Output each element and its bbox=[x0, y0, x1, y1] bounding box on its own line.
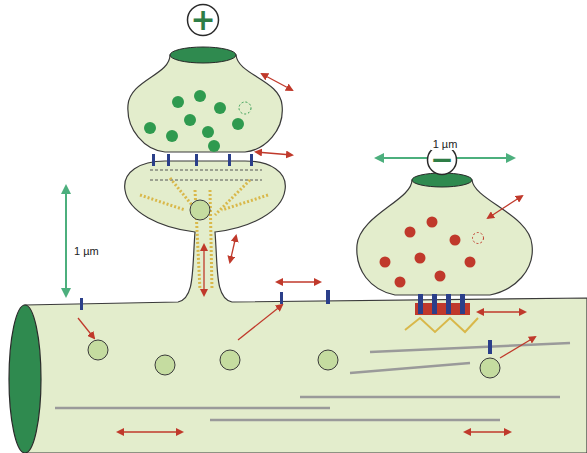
axon-section bbox=[170, 47, 236, 63]
dendrite bbox=[25, 161, 587, 453]
microtubules bbox=[55, 343, 570, 420]
transport-vesicles bbox=[88, 340, 500, 378]
inhibitory-terminal bbox=[357, 180, 532, 295]
shaft-receptors bbox=[80, 290, 492, 354]
gephyrin bbox=[405, 318, 478, 332]
scale-label: 1 µm bbox=[431, 138, 460, 150]
sign-text: + bbox=[186, 3, 220, 37]
red-vesicles bbox=[380, 217, 484, 288]
scale-label: 1 µm bbox=[72, 245, 101, 257]
endosome bbox=[190, 200, 210, 220]
sign-circle: + bbox=[186, 3, 220, 37]
scale-bar bbox=[65, 186, 67, 296]
green-vesicles bbox=[144, 90, 251, 152]
dendrite-end bbox=[9, 305, 41, 453]
spine-psd bbox=[150, 154, 262, 180]
inhibitory-receptors bbox=[418, 294, 465, 314]
trafficking-arrows bbox=[78, 74, 535, 432]
excitatory-terminal bbox=[128, 55, 282, 152]
